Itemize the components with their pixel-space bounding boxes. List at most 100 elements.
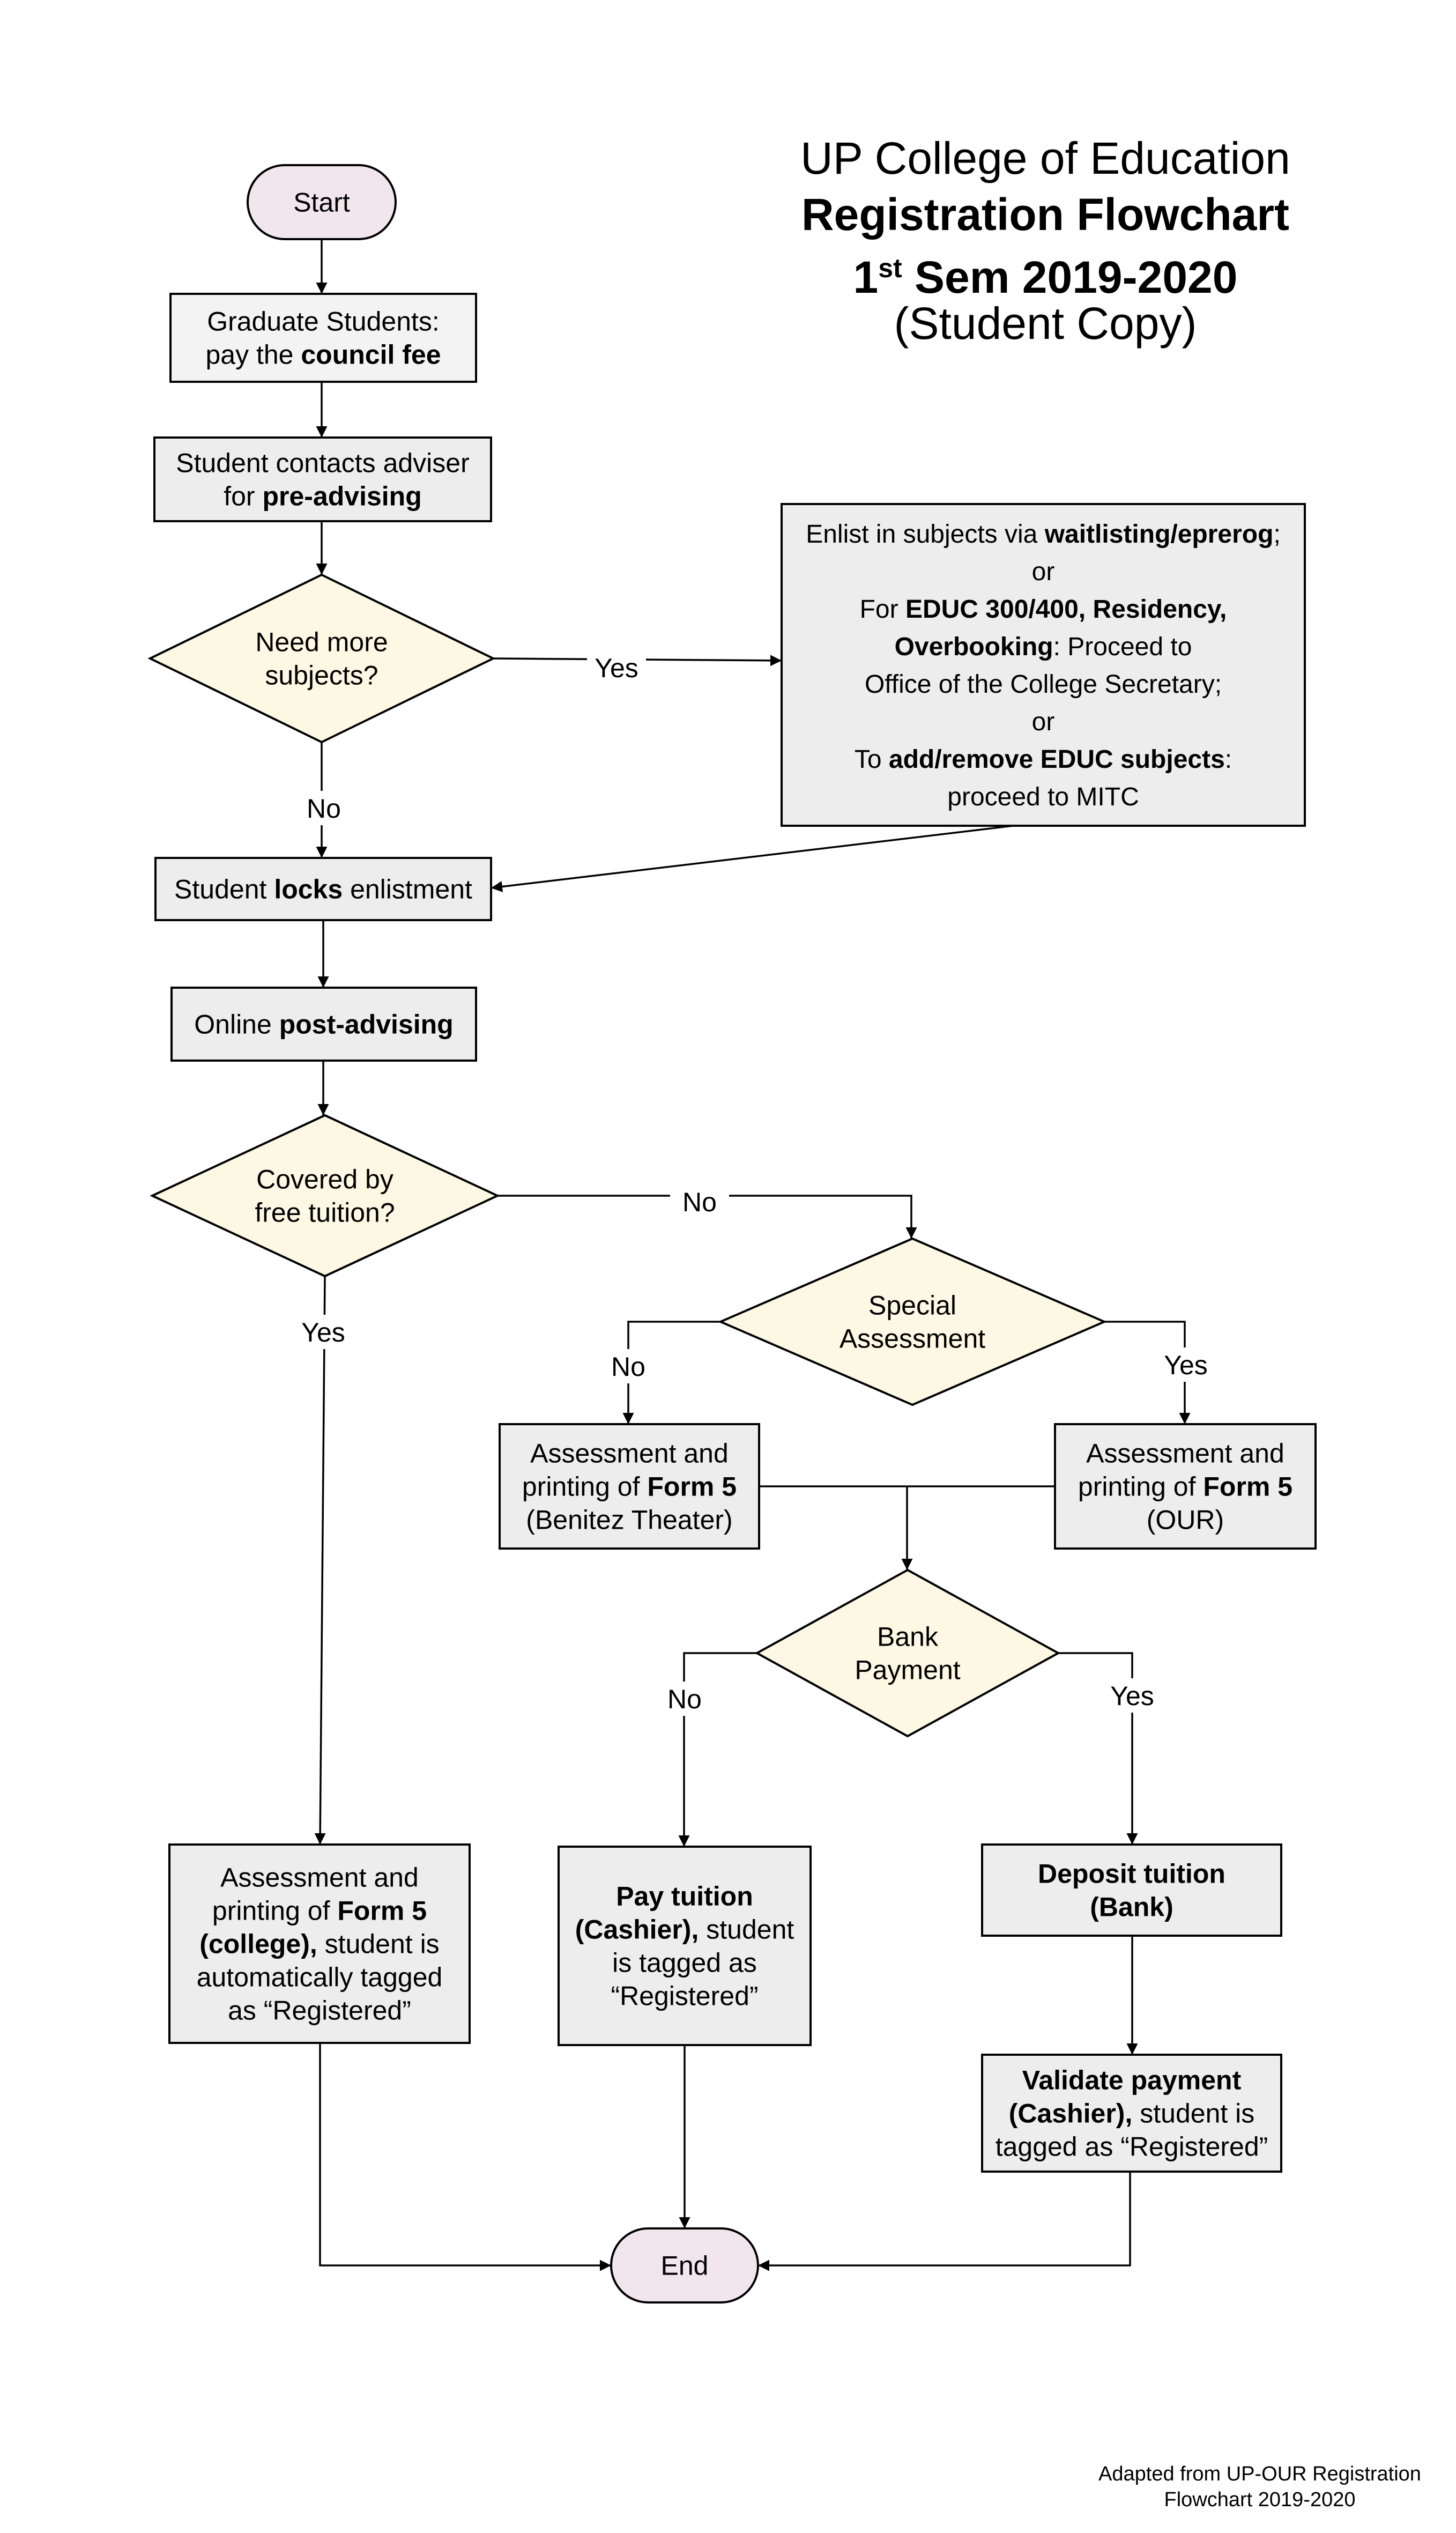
deposit-tuition-box-text-line: Deposit tuition	[1038, 1859, 1225, 1889]
edge-label-bg	[1156, 1347, 1215, 1382]
form5-college-box-text-line: as “Registered”	[228, 1996, 411, 2026]
edge-label-bg	[670, 1184, 729, 1219]
edge-label-bg	[1103, 1678, 1162, 1713]
free-tuition-decision-shape	[150, 1114, 500, 1278]
edge-label-bg	[587, 650, 646, 685]
edge-label-no-locks: No	[307, 794, 341, 824]
enlist-options-box-text-line: proceed to MITC	[947, 783, 1139, 811]
edge-college-to-end	[319, 2043, 611, 2271]
bank-payment-decision-text-line: Payment	[855, 1655, 960, 1685]
edge-yes-to-deposit	[1058, 1652, 1138, 1845]
edge-no-to-special	[497, 1195, 917, 1239]
form5-college-box-text-line: printing of Form 5	[212, 1896, 427, 1926]
lock-enlistment-box-shape	[154, 857, 492, 921]
need-more-subjects-decision: Need more subjects?	[147, 573, 496, 744]
need-more-subjects-decision-text-line: subjects?	[265, 661, 378, 691]
connectors	[314, 239, 1191, 2271]
footer-line-2: Flowchart 2019-2020	[1164, 2488, 1356, 2511]
edge-yes-to-our	[1104, 1321, 1191, 1424]
validate-payment-box-text-line: Validate payment	[1022, 2065, 1242, 2095]
form5-college-box-shape	[168, 1843, 471, 2044]
graduate-fee-box: Graduate Students:pay the council fee	[169, 293, 477, 383]
pre-advising-box-text-line: Student contacts adviser	[176, 448, 470, 478]
graduate-fee-box-text-line: Graduate Students:	[207, 307, 440, 337]
form5-our-box-text-line: Assessment and	[1086, 1439, 1284, 1469]
pay-tuition-cashier-box-text-line: Pay tuition	[616, 1882, 753, 1912]
edge-label-no-benitez: No	[611, 1352, 645, 1382]
bank-payment-decision-shape	[754, 1568, 1061, 1738]
special-assessment-decision-shape	[717, 1237, 1108, 1406]
graduate-fee-box-shape	[169, 293, 477, 383]
enlist-options-box-text-line: Enlist in subjects via waitlisting/eprer…	[806, 520, 1281, 549]
pay-tuition-cashier-box-text-line: is tagged as	[612, 1948, 757, 1978]
enlist-options-box-text-line: or	[1032, 558, 1055, 586]
enlist-options-box: Enlist in subjects via waitlisting/eprer…	[781, 503, 1306, 827]
edge-label-bg	[294, 1315, 353, 1349]
edge-label-yes-enlist: Yes	[595, 653, 638, 683]
edge-label-no-cashier: No	[667, 1684, 702, 1714]
lock-enlistment-box: Student locks enlistment	[154, 857, 492, 921]
pay-tuition-cashier-box-text-line: (Cashier), student	[575, 1915, 794, 1945]
form5-college-box-text-line: automatically tagged	[197, 1962, 443, 1993]
pay-tuition-cashier-box-text-line: “Registered”	[611, 1981, 758, 2011]
edge-label-no-special: No	[682, 1187, 717, 1217]
need-more-subjects-decision-text-line: Need more	[255, 627, 388, 657]
pay-tuition-cashier-box-shape	[558, 1846, 812, 2046]
edge-no-to-benitez	[622, 1321, 720, 1424]
form5-benitez-box-shape	[499, 1423, 760, 1550]
enlist-options-box-text-line: or	[1032, 708, 1055, 736]
edge-label-yes-our: Yes	[1164, 1350, 1208, 1380]
edge-label-bg	[655, 1682, 714, 1716]
form5-college-box-text-line: (college), student is	[199, 1929, 439, 1959]
form5-benitez-box-text-line: Assessment and	[530, 1439, 729, 1469]
end-terminal-text-line: End	[661, 2251, 709, 2281]
validate-payment-box: Validate payment (Cashier), student istag…	[981, 2054, 1282, 2173]
free-tuition-decision-text-line: free tuition?	[255, 1198, 395, 1228]
form5-our-box-text-line: (OUR)	[1147, 1505, 1224, 1535]
end-terminal: End	[610, 2227, 759, 2304]
end-terminal-shape	[610, 2227, 759, 2304]
start-terminal: Start	[247, 164, 397, 240]
post-advising-box: Online post-advising	[170, 987, 477, 1062]
title-line-1: UP College of Education	[800, 133, 1290, 183]
enlist-options-box-text-line: For EDUC 300/400, Residency,	[860, 595, 1227, 624]
footer-note: Adapted from UP-OUR Registration Flowcha…	[1072, 2461, 1447, 2513]
enlist-options-box-text-line: Overbooking: Proceed to	[895, 633, 1192, 661]
deposit-tuition-box-text-line: (Bank)	[1090, 1892, 1173, 1922]
edge-label-bg	[599, 1349, 658, 1383]
bank-payment-decision-text-line: Bank	[877, 1622, 939, 1652]
edge-label-yes-college: Yes	[301, 1317, 345, 1347]
special-assessment-decision-text-line: Assessment	[840, 1324, 985, 1354]
edge-enlist-to-locks	[491, 825, 1014, 892]
start-terminal-text-line: Start	[293, 188, 350, 218]
lock-enlistment-box-text-line: Student locks enlistment	[174, 875, 472, 905]
form5-college-box-text-line: Assessment and	[220, 1863, 419, 1893]
graduate-fee-box-text-line: pay the council fee	[205, 340, 441, 370]
validate-payment-box-text-line: (Cashier), student is	[1009, 2099, 1255, 2129]
deposit-tuition-box: Deposit tuition(Bank)	[981, 1843, 1282, 1937]
post-advising-box-shape	[170, 987, 477, 1062]
enlist-options-box-text-line: Office of the College Secretary;	[865, 670, 1222, 699]
pre-advising-box-shape	[153, 436, 492, 522]
special-assessment-decision-text-line: Special	[868, 1291, 956, 1321]
form5-benitez-box-text-line: (Benitez Theater)	[526, 1505, 732, 1535]
form5-our-box-text-line: printing of Form 5	[1078, 1472, 1292, 1502]
form5-our-box-shape	[1054, 1423, 1317, 1550]
validate-payment-box-text-line: tagged as “Registered”	[996, 2132, 1268, 2162]
enlist-options-box-text-line: To add/remove EDUC subjects:	[855, 745, 1232, 774]
start-terminal-shape	[247, 164, 397, 240]
post-advising-box-text-line: Online post-advising	[194, 1010, 453, 1040]
form5-benitez-box-text-line: printing of Form 5	[522, 1472, 737, 1502]
edge-validate-to-end	[758, 2172, 1131, 2271]
deposit-tuition-box-shape	[981, 1843, 1282, 1937]
